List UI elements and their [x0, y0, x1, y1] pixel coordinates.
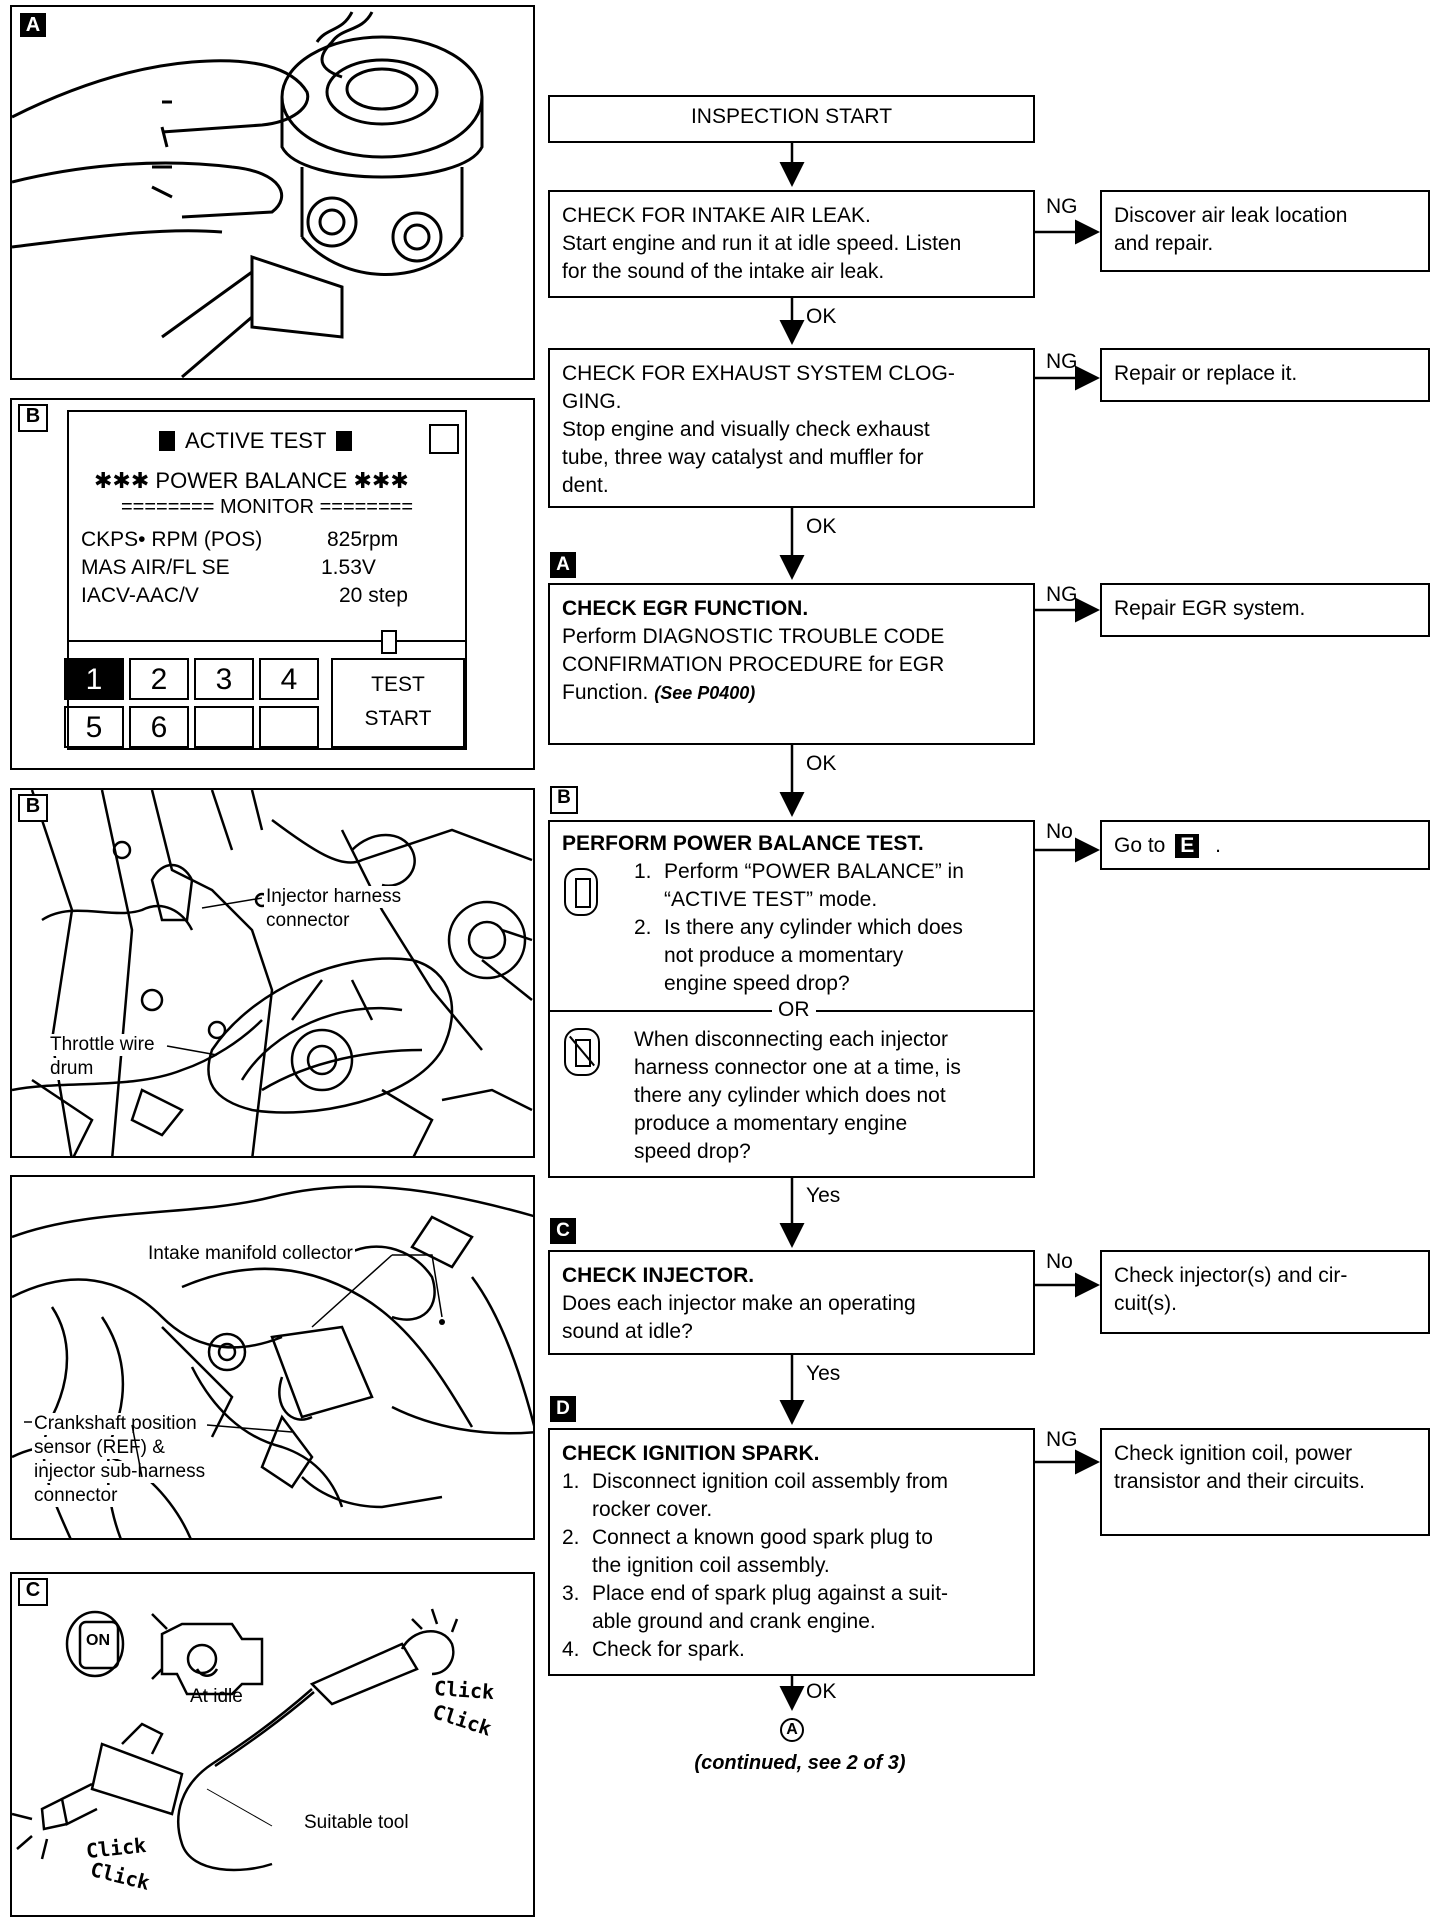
goto-e-result-box: Go to E . — [1100, 820, 1430, 870]
step-tag-d: D — [550, 1396, 576, 1422]
step-tag-c: C — [550, 1218, 576, 1244]
panel-b-engine-bay: B Injector harness connector Throttle wi… — [10, 788, 535, 1158]
step-title: PERFORM POWER BALANCE TEST. — [562, 832, 924, 855]
test-start-button[interactable]: TEST START — [331, 658, 465, 748]
ng-label: NG — [1046, 350, 1078, 373]
monitor-row-value: 825rpm — [327, 528, 399, 551]
consult-screen: ACTIVE TEST ✱✱✱ POWER BALANCE ✱✱✱ ======… — [64, 410, 467, 750]
panel-a-egr-valve: A — [10, 5, 535, 380]
ignition-spark-step: CHECK IGNITION SPARK. 1.Disconnect ignit… — [548, 1428, 1035, 1676]
throttle-drum-label: Throttle wire — [48, 1034, 157, 1056]
cylinder-key-3[interactable]: 3 — [194, 658, 254, 700]
injector-harness-label: Injector harness — [264, 886, 404, 908]
pointer-dot — [439, 1319, 445, 1325]
ignition-key-label: ON — [86, 1632, 110, 1649]
monitor-row-value: 1.53V — [321, 556, 376, 579]
cylinder-key-blank[interactable] — [259, 706, 319, 748]
monitor-row-label: CKPS• RPM (POS) — [81, 528, 263, 551]
ng-label: NG — [1046, 1428, 1078, 1451]
list-item: 1.Perform “POWER BALANCE” in “ACTIVE TES… — [634, 860, 964, 995]
consult-tool-icon — [564, 868, 598, 916]
intake-air-leak-step: CHECK FOR INTAKE AIR LEAK. Start engine … — [548, 190, 1035, 298]
check-injector-step: CHECK INJECTOR. Does each injector make … — [548, 1250, 1035, 1355]
repair-egr-result-box: Repair EGR system. — [1100, 583, 1430, 637]
step-title: CHECK EGR FUNCTION. — [562, 597, 809, 620]
repair-replace-result-box: Repair or replace it. — [1100, 348, 1430, 402]
monitor-row-label: IACV-AAC/V — [81, 584, 199, 607]
panel-tag: B — [18, 794, 48, 822]
egr-function-step: CHECK EGR FUNCTION. Perform DIAGNOSTIC T… — [548, 583, 1035, 745]
ng-label: NG — [1046, 583, 1078, 606]
square-icon — [159, 431, 175, 451]
ng-label: NG — [1046, 195, 1078, 218]
ignition-coil-result-box: Check ignition coil, power transistor an… — [1100, 1428, 1430, 1536]
step-title: CHECK INJECTOR. — [562, 1264, 755, 1287]
injector-harness-label: connector — [264, 910, 352, 932]
at-idle-label: At idle — [190, 1686, 243, 1707]
panel-tag: B — [18, 404, 48, 432]
cylinder-key-1[interactable]: 1 — [64, 658, 124, 700]
ok-label: OK — [806, 1680, 837, 1703]
no-label: No — [1046, 1250, 1073, 1273]
inspection-start-box: INSPECTION START — [548, 95, 1035, 143]
ok-label: OK — [806, 752, 837, 775]
throttle-drum-label: drum — [48, 1058, 96, 1080]
intake-collector-label: Intake manifold collector — [146, 1243, 355, 1265]
list-item: When disconnecting each injector harness… — [634, 1028, 961, 1163]
connector-a: A — [780, 1718, 804, 1742]
screen-monitor: ======== MONITOR ======== — [120, 496, 414, 518]
crank-sensor-label: Crankshaft position — [32, 1413, 199, 1435]
leader-lines — [166, 897, 263, 1056]
cylinder-key-blank[interactable] — [194, 706, 254, 748]
step-title: CHECK FOR EXHAUST SYSTEM CLOG- — [562, 362, 955, 385]
monitor-row-label: MAS AIR/FL SE — [81, 556, 230, 579]
ok-label: OK — [806, 515, 837, 538]
step-tag-b: B — [550, 786, 578, 814]
continued-note: (continued, see 2 of 3) — [694, 1752, 906, 1774]
egr-valve-illustration — [12, 11, 484, 378]
screen-header: ACTIVE TEST — [159, 428, 353, 454]
no-label: No — [1046, 820, 1073, 843]
monitor-row-value: 20 step — [339, 584, 408, 607]
scroll-tab-icon[interactable] — [381, 630, 397, 654]
panel-tag: C — [18, 1578, 48, 1606]
cylinder-key-5[interactable]: 5 — [64, 706, 124, 748]
suitable-tool-label: Suitable tool — [304, 1812, 409, 1833]
ok-label: OK — [806, 305, 837, 328]
panel-intake-manifold: Intake manifold collector Crankshaft pos… — [10, 1175, 535, 1540]
no-tool-icon — [564, 1028, 600, 1076]
tag-e: E — [1175, 834, 1200, 858]
step-title: CHECK IGNITION SPARK. — [562, 1442, 820, 1465]
crank-sensor-label: sensor (REF) & — [32, 1437, 167, 1459]
step-title: CHECK FOR INTAKE AIR LEAK. — [562, 204, 871, 227]
yes-label: Yes — [806, 1362, 841, 1385]
panel-tag: A — [20, 13, 46, 37]
cylinder-key-4[interactable]: 4 — [259, 658, 319, 700]
step-tag-a: A — [550, 552, 576, 578]
screen-title: ✱✱✱ POWER BALANCE ✱✱✱ — [94, 468, 409, 493]
air-leak-result-box: Discover air leak location and repair. — [1100, 190, 1430, 272]
reference-p0400: (See P0400) — [654, 683, 756, 703]
engine-bay-illustration — [12, 790, 533, 1156]
cylinder-key-2[interactable]: 2 — [129, 658, 189, 700]
screen-divider — [69, 640, 465, 642]
exhaust-clogging-step: CHECK FOR EXHAUST SYSTEM CLOG- GING. Sto… — [548, 348, 1035, 508]
or-label: OR — [772, 996, 816, 1024]
injector-click-illustration — [12, 1608, 459, 1872]
cylinder-key-6[interactable]: 6 — [129, 706, 189, 748]
yes-label: Yes — [806, 1184, 841, 1207]
injector-circuit-result-box: Check injector(s) and cir- cuit(s). — [1100, 1250, 1430, 1334]
power-balance-step: PERFORM POWER BALANCE TEST. 1.Perform “P… — [548, 820, 1035, 1178]
square-icon — [336, 431, 353, 451]
screen-corner-button[interactable] — [429, 424, 459, 454]
panel-c-injector-click: C ON At idle Click Click Suitable tool C… — [10, 1572, 535, 1917]
crank-sensor-label: connector — [32, 1485, 120, 1507]
crank-sensor-label: injector sub-harness — [32, 1461, 208, 1483]
leader-lines — [24, 1254, 445, 1478]
panel-b-active-test-screen: B ACTIVE TEST ✱✱✱ POWER BALANCE ✱✱✱ ====… — [10, 398, 535, 770]
